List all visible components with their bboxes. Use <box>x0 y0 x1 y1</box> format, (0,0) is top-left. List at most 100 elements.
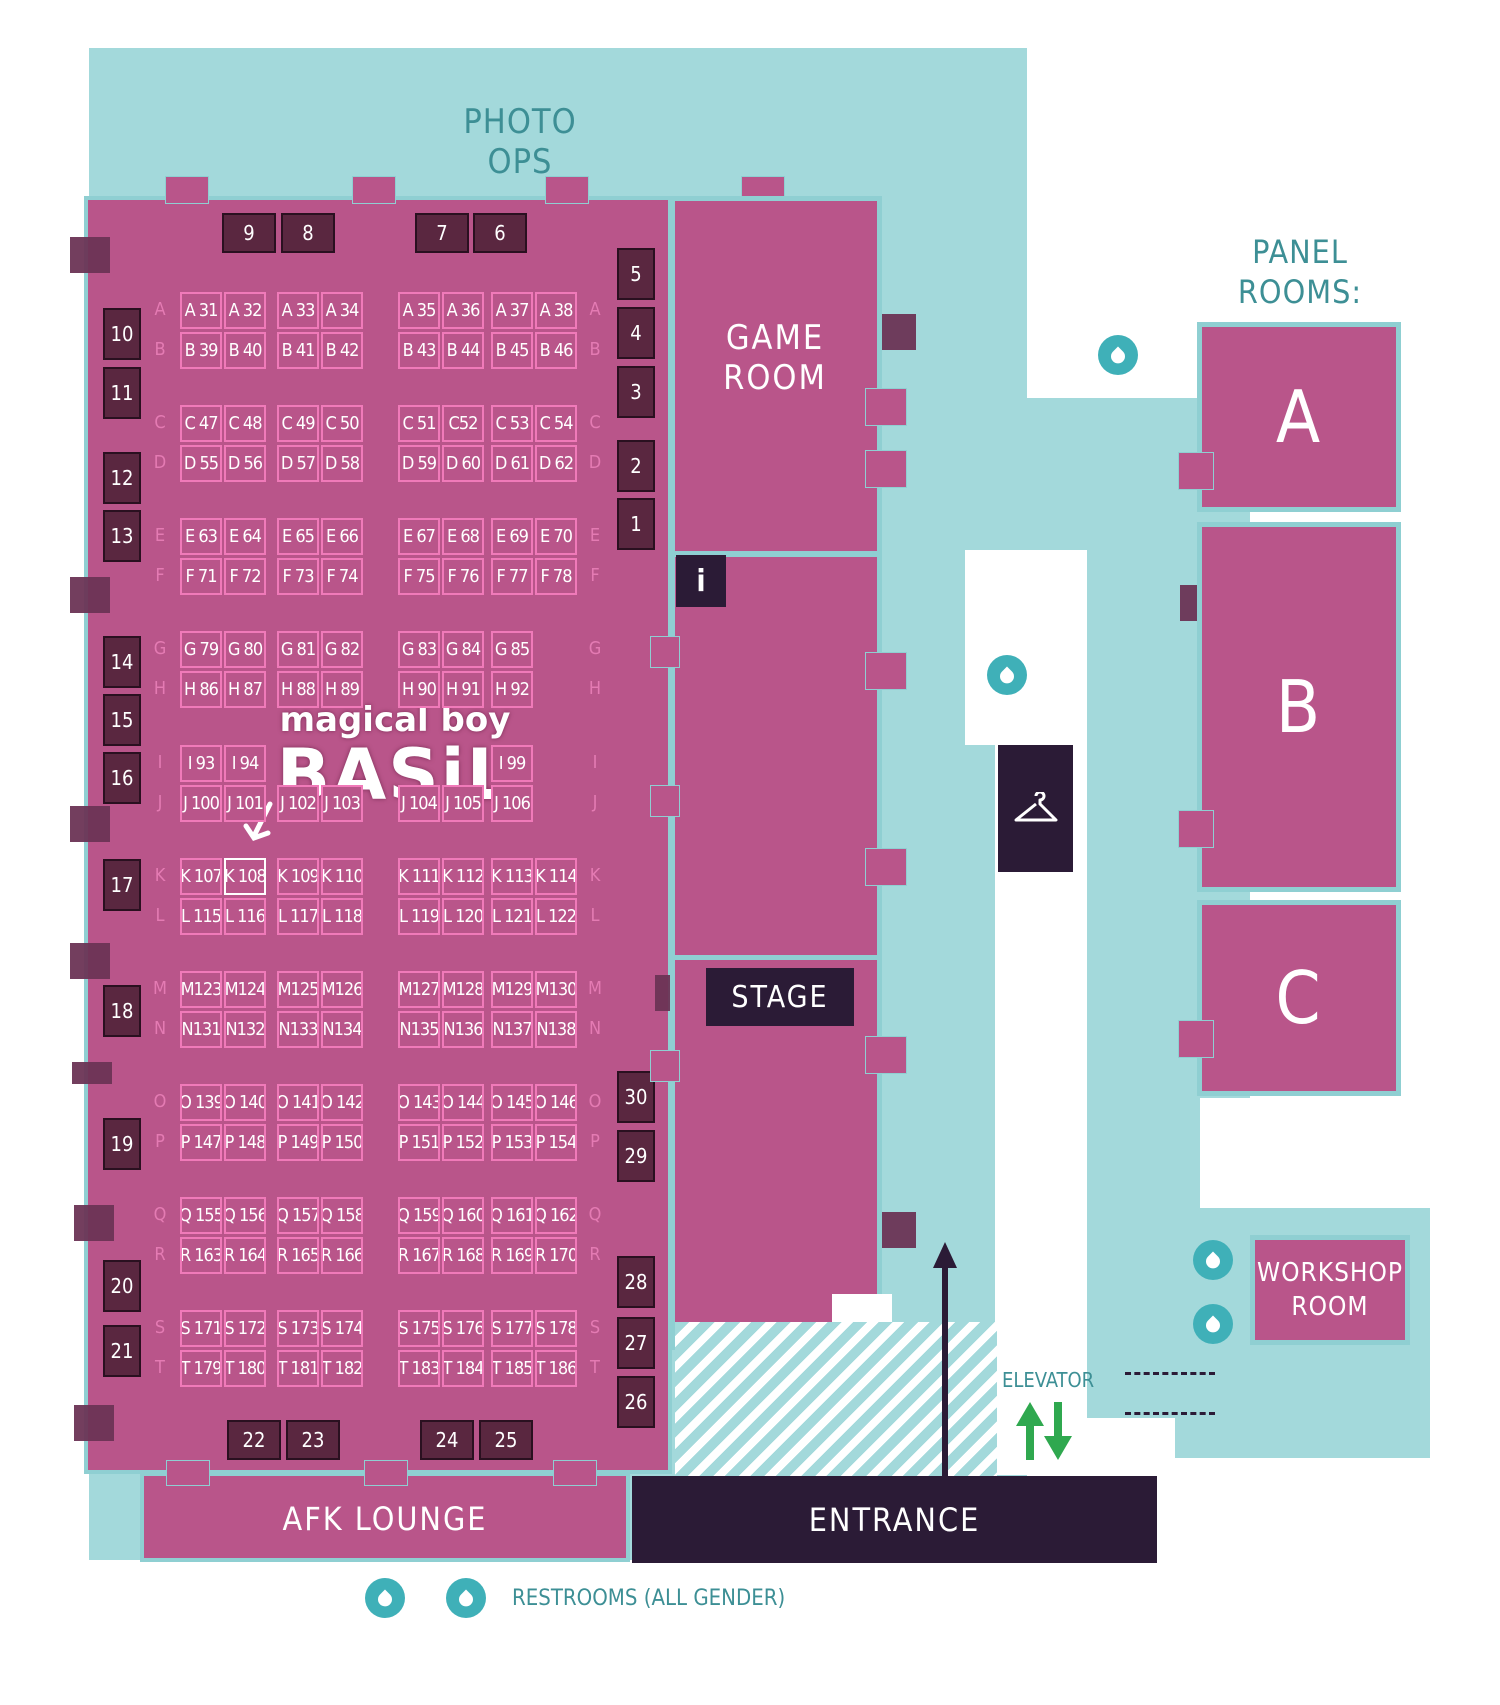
table-10[interactable]: 10 <box>103 308 141 360</box>
table-30[interactable]: 30 <box>617 1071 655 1123</box>
booth-r168[interactable]: R 168 <box>442 1237 484 1274</box>
booth-s176[interactable]: S 176 <box>442 1310 484 1347</box>
booth-m123[interactable]: M123 <box>180 971 222 1008</box>
booth-h88[interactable]: H 88 <box>277 671 319 708</box>
game-room[interactable] <box>670 196 882 556</box>
booth-h91[interactable]: H 91 <box>442 671 484 708</box>
table-28[interactable]: 28 <box>617 1256 655 1308</box>
booth-g84[interactable]: G 84 <box>442 631 484 668</box>
booth-c50[interactable]: C 50 <box>321 405 363 442</box>
booth-a36[interactable]: A 36 <box>442 292 484 329</box>
elevator-arrows-icon[interactable] <box>1012 1400 1076 1462</box>
table-22[interactable]: 22 <box>227 1420 281 1460</box>
booth-g85[interactable]: G 85 <box>491 631 533 668</box>
booth-h87[interactable]: H 87 <box>224 671 266 708</box>
booth-e65[interactable]: E 65 <box>277 518 319 555</box>
panel-room-a[interactable]: A <box>1197 322 1401 512</box>
booth-e66[interactable]: E 66 <box>321 518 363 555</box>
table-9[interactable]: 9 <box>222 213 276 253</box>
booth-s173[interactable]: S 173 <box>277 1310 319 1347</box>
booth-f76[interactable]: F 76 <box>442 558 484 595</box>
booth-r166[interactable]: R 166 <box>321 1237 363 1274</box>
booth-t179[interactable]: T 179 <box>180 1350 222 1387</box>
booth-i93[interactable]: I 93 <box>180 745 222 782</box>
booth-c54[interactable]: C 54 <box>535 405 577 442</box>
booth-c47[interactable]: C 47 <box>180 405 222 442</box>
table-3[interactable]: 3 <box>617 366 655 418</box>
table-6[interactable]: 6 <box>473 213 527 253</box>
booth-q156[interactable]: Q 156 <box>224 1197 266 1234</box>
booth-n137[interactable]: N137 <box>491 1011 533 1048</box>
booth-m130[interactable]: M130 <box>535 971 577 1008</box>
booth-s178[interactable]: S 178 <box>535 1310 577 1347</box>
booth-r169[interactable]: R 169 <box>491 1237 533 1274</box>
booth-s177[interactable]: S 177 <box>491 1310 533 1347</box>
booth-h86[interactable]: H 86 <box>180 671 222 708</box>
booth-l122[interactable]: L 122 <box>535 898 577 935</box>
booth-f73[interactable]: F 73 <box>277 558 319 595</box>
booth-b39[interactable]: B 39 <box>180 332 222 369</box>
table-8[interactable]: 8 <box>281 213 335 253</box>
booth-e70[interactable]: E 70 <box>535 518 577 555</box>
booth-r163[interactable]: R 163 <box>180 1237 222 1274</box>
booth-a32[interactable]: A 32 <box>224 292 266 329</box>
table-27[interactable]: 27 <box>617 1317 655 1369</box>
table-20[interactable]: 20 <box>103 1260 141 1312</box>
booth-o146[interactable]: O 146 <box>535 1084 577 1121</box>
booth-q158[interactable]: Q 158 <box>321 1197 363 1234</box>
table-16[interactable]: 16 <box>103 752 141 804</box>
booth-a34[interactable]: A 34 <box>321 292 363 329</box>
booth-g81[interactable]: G 81 <box>277 631 319 668</box>
booth-h92[interactable]: H 92 <box>491 671 533 708</box>
booth-j100[interactable]: J 100 <box>180 785 222 822</box>
booth-g83[interactable]: G 83 <box>398 631 440 668</box>
booth-r170[interactable]: R 170 <box>535 1237 577 1274</box>
booth-o142[interactable]: O 142 <box>321 1084 363 1121</box>
table-23[interactable]: 23 <box>286 1420 340 1460</box>
table-15[interactable]: 15 <box>103 694 141 746</box>
booth-d61[interactable]: D 61 <box>491 445 533 482</box>
booth-k109[interactable]: K 109 <box>277 858 319 895</box>
booth-c51[interactable]: C 51 <box>398 405 440 442</box>
booth-l116[interactable]: L 116 <box>224 898 266 935</box>
table-19[interactable]: 19 <box>103 1118 141 1170</box>
booth-e69[interactable]: E 69 <box>491 518 533 555</box>
booth-o140[interactable]: O 140 <box>224 1084 266 1121</box>
booth-a33[interactable]: A 33 <box>277 292 319 329</box>
booth-e63[interactable]: E 63 <box>180 518 222 555</box>
booth-a38[interactable]: A 38 <box>535 292 577 329</box>
booth-m127[interactable]: M127 <box>398 971 440 1008</box>
booth-b42[interactable]: B 42 <box>321 332 363 369</box>
booth-m128[interactable]: M128 <box>442 971 484 1008</box>
booth-t182[interactable]: T 182 <box>321 1350 363 1387</box>
booth-j101[interactable]: J 101 <box>224 785 266 822</box>
booth-t184[interactable]: T 184 <box>442 1350 484 1387</box>
booth-q159[interactable]: Q 159 <box>398 1197 440 1234</box>
booth-e68[interactable]: E 68 <box>442 518 484 555</box>
booth-a37[interactable]: A 37 <box>491 292 533 329</box>
booth-n138[interactable]: N138 <box>535 1011 577 1048</box>
table-7[interactable]: 7 <box>415 213 469 253</box>
booth-d57[interactable]: D 57 <box>277 445 319 482</box>
table-25[interactable]: 25 <box>479 1420 533 1460</box>
booth-q161[interactable]: Q 161 <box>491 1197 533 1234</box>
table-24[interactable]: 24 <box>420 1420 474 1460</box>
booth-p150[interactable]: P 150 <box>321 1124 363 1161</box>
booth-k107[interactable]: K 107 <box>180 858 222 895</box>
booth-r167[interactable]: R 167 <box>398 1237 440 1274</box>
booth-o143[interactable]: O 143 <box>398 1084 440 1121</box>
booth-j106[interactable]: J 106 <box>491 785 533 822</box>
booth-c52[interactable]: C52 <box>442 405 484 442</box>
booth-d60[interactable]: D 60 <box>442 445 484 482</box>
booth-f78[interactable]: F 78 <box>535 558 577 595</box>
booth-i99[interactable]: I 99 <box>491 745 533 782</box>
booth-p153[interactable]: P 153 <box>491 1124 533 1161</box>
booth-p151[interactable]: P 151 <box>398 1124 440 1161</box>
booth-f74[interactable]: F 74 <box>321 558 363 595</box>
booth-r165[interactable]: R 165 <box>277 1237 319 1274</box>
table-2[interactable]: 2 <box>617 440 655 492</box>
coat-check[interactable] <box>998 745 1073 872</box>
table-21[interactable]: 21 <box>103 1325 141 1377</box>
booth-b44[interactable]: B 44 <box>442 332 484 369</box>
table-17[interactable]: 17 <box>103 859 141 911</box>
